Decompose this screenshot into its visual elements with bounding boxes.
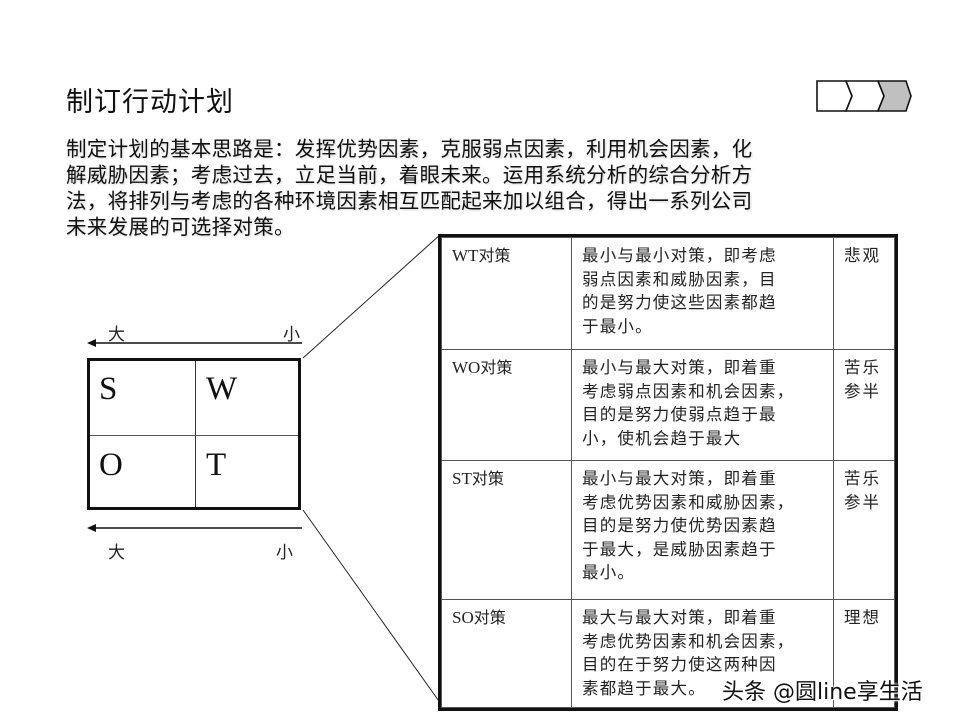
strategy-description: 最小与最大对策，即着重 考虑优势因素和威胁因素， 目的是努力使优势因素趋 于最大…	[571, 460, 834, 600]
intro-line: 未来发展的可选择对策。	[66, 215, 295, 239]
table-row-st: ST对策 最小与最大对策，即着重 考虑优势因素和威胁因素， 目的是努力使优势因素…	[441, 460, 895, 600]
swot-matrix: S W O T	[87, 358, 301, 510]
chevron-step-1-icon	[816, 80, 853, 112]
zoom-connector-bottom	[302, 509, 442, 705]
progress-chevrons	[816, 80, 912, 112]
bottom-axis-left-label: 大	[108, 543, 125, 563]
strategy-description: 最小与最小对策，即考虑 弱点因素和威胁因素，目 的是努力使这些因素都趋 于最小。	[571, 237, 834, 350]
chevron-step-2-icon	[844, 80, 885, 112]
top-axis-right-label: 小	[283, 325, 300, 345]
swot-vertical-divider	[195, 361, 196, 507]
table-row-wt: WT对策 最小与最小对策，即考虑 弱点因素和威胁因素，目 的是努力使这些因素都趋…	[441, 237, 895, 350]
strategy-name: ST对策	[441, 460, 572, 600]
strategy-name: SO对策	[441, 599, 572, 708]
strategy-name: WO对策	[441, 349, 572, 461]
zoom-connector-top	[302, 233, 442, 359]
swot-horizontal-divider	[90, 435, 298, 436]
quadrant-o: O	[99, 447, 123, 483]
table-row-so: SO对策 最大与最大对策，即着重 考虑优势因素和机会因素， 目的在于努力使这两种…	[441, 599, 895, 708]
strategy-table: WT对策 最小与最小对策，即考虑 弱点因素和威胁因素，目 的是努力使这些因素都趋…	[441, 237, 895, 708]
quadrant-t: T	[206, 447, 227, 483]
page-title: 制订行动计划	[66, 87, 234, 118]
strategy-description: 最小与最大对策，即着重 考虑弱点因素和机会因素， 目的是努力使弱点趋于最 小，使…	[571, 349, 834, 461]
strategy-name: WT对策	[441, 237, 572, 350]
strategy-outlook: 苦乐 参半	[833, 349, 895, 461]
intro-line: 法，将排列与考虑的各种环境因素相互匹配起来加以组合，得出一系列公司	[66, 189, 753, 213]
strategy-outlook: 苦乐 参半	[833, 460, 895, 600]
strategy-outlook: 理想	[833, 599, 895, 708]
intro-line: 制定计划的基本思路是：发挥优势因素，克服弱点因素，利用机会因素，化	[66, 137, 753, 161]
intro-paragraph: 制定计划的基本思路是：发挥优势因素，克服弱点因素，利用机会因素，化 解威胁因素；…	[66, 136, 866, 240]
watermark: 头条 @圆line享生活	[722, 680, 923, 705]
quadrant-w: W	[206, 371, 238, 407]
top-axis-left-label: 大	[108, 325, 125, 345]
bottom-axis-right-label: 小	[276, 543, 293, 563]
chevron-step-3-active-icon	[876, 80, 912, 112]
bottom-axis-arrow-icon	[87, 524, 302, 532]
intro-line: 解威胁因素；考虑过去，立足当前，着眼未来。运用系统分析的综合分析方	[66, 163, 753, 187]
strategy-table-frame	[438, 234, 898, 711]
strategy-description: 最大与最大对策，即着重 考虑优势因素和机会因素， 目的在于努力使这两种因 素都趋…	[571, 599, 834, 708]
quadrant-s: S	[99, 371, 118, 407]
strategy-outlook: 悲观	[833, 237, 895, 350]
table-row-wo: WO对策 最小与最大对策，即着重 考虑弱点因素和机会因素， 目的是努力使弱点趋于…	[441, 349, 895, 461]
